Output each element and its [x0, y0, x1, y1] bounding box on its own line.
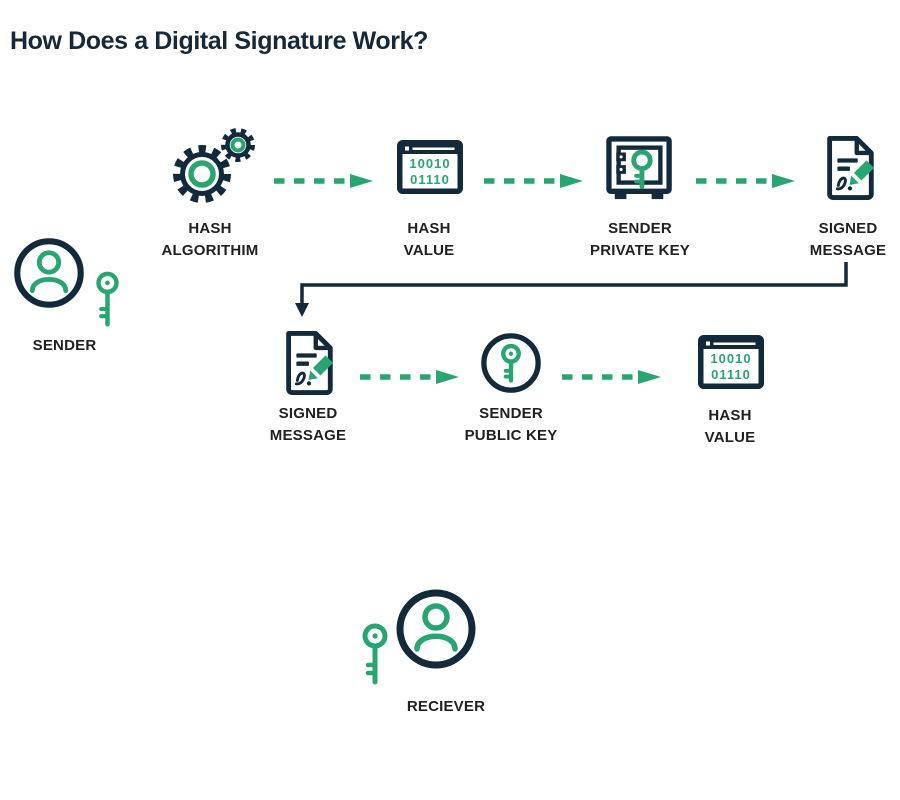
hash-value-label: HASH VALUE [704, 407, 756, 446]
person-circle-icon [396, 589, 476, 669]
key-icon [362, 623, 388, 685]
signed-message-label: SIGNED MESSAGE [269, 405, 347, 444]
hash-binary-value: 10010 01110 [409, 156, 451, 187]
hash-binary-value: 10010 01110 [710, 351, 752, 382]
receiver-label: RECIEVER [406, 698, 486, 715]
person-circle-icon [14, 238, 84, 308]
public-key-circle-icon [481, 333, 541, 393]
signed-document-icon [827, 136, 875, 200]
page-title: How Does a Digital Signature Work? [10, 27, 428, 55]
hash-value-label: HASH VALUE [403, 220, 455, 259]
sender-label: SENDER [32, 337, 97, 354]
sender-public-key-label: SENDER PUBLIC KEY [464, 405, 558, 444]
dashed-arrow-icon [274, 174, 373, 188]
key-icon [96, 271, 119, 327]
elbow-arrow-connector [295, 262, 848, 317]
binary-window-icon [698, 335, 764, 389]
safe-icon [606, 136, 672, 200]
sender-private-key-label: SENDER PRIVATE KEY [590, 220, 690, 259]
binary-window-icon [397, 140, 463, 194]
dashed-arrow-icon [360, 370, 459, 384]
signed-message-label: SIGNED MESSAGE [809, 220, 887, 259]
dashed-arrow-icon [562, 370, 661, 384]
hash-algorithm-label: HASH ALGORITHIM [161, 220, 259, 259]
dashed-arrow-icon [484, 174, 583, 188]
signed-document-icon [286, 331, 334, 395]
dashed-arrow-icon [696, 174, 795, 188]
gears-icon [173, 128, 255, 203]
